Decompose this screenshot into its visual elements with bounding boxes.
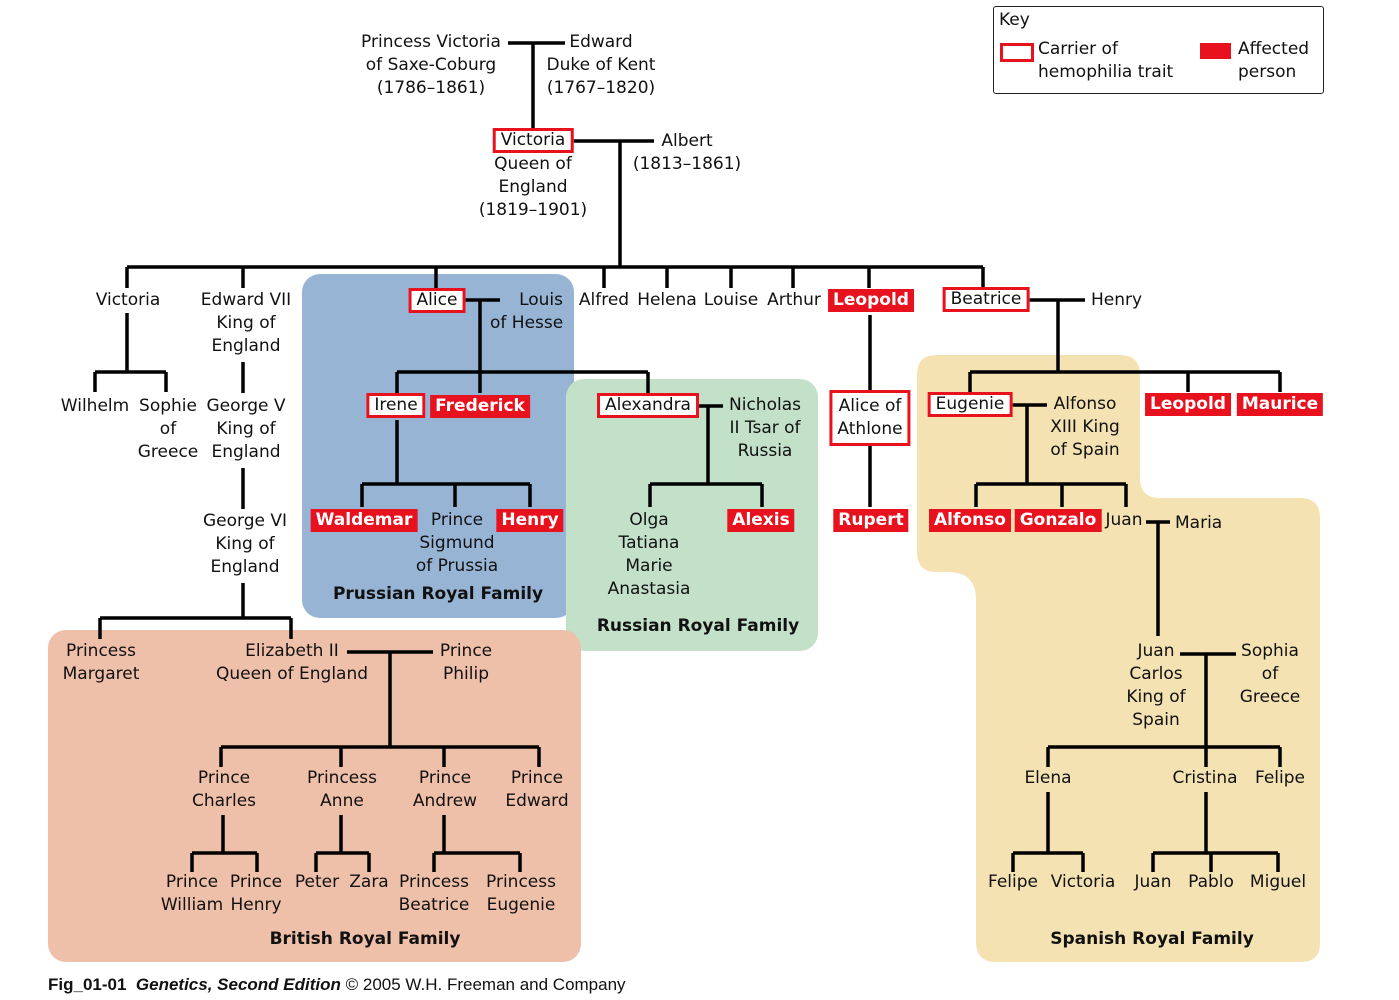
queen-victoria-details: Queen of England (1819–1901) (478, 154, 588, 220)
person-zara: Zara (349, 872, 389, 892)
person-victoria-child: Victoria (95, 290, 161, 310)
person-felipe-spain: Felipe (987, 872, 1039, 892)
person-cristina: Cristina (1172, 768, 1238, 788)
person-peter: Peter (294, 872, 340, 892)
family-regions (48, 274, 1320, 962)
person-beatrice: Beatrice (942, 287, 1030, 312)
person-prince-sigmund: Prince Sigmund of Prussia (415, 510, 499, 576)
person-alfred: Alfred (578, 290, 630, 310)
label-russian-royal-family: Russian Royal Family (596, 616, 800, 636)
person-prince-henry: Prince Henry (229, 872, 283, 915)
label-prussian-royal-family: Prussian Royal Family (332, 584, 544, 604)
person-felipe: Felipe (1254, 768, 1306, 788)
person-frederick: Frederick (430, 395, 530, 418)
person-rupert: Rupert (833, 509, 909, 532)
label-spanish-royal-family: Spanish Royal Family (1050, 929, 1254, 949)
person-juan-carlos: Juan Carlos King of Spain (1126, 641, 1186, 730)
legend-carrier-label: Carrier of hemophilia trait (1038, 39, 1174, 82)
person-alexandra: Alexandra (597, 393, 699, 418)
person-princess-margaret: Princess Margaret (62, 641, 140, 684)
british-region (48, 630, 581, 962)
carrier-swatch (1000, 43, 1034, 62)
person-juan: Juan (1105, 510, 1143, 530)
person-prince-philip: Prince Philip (439, 641, 493, 684)
tree-lines (93, 41, 1282, 872)
person-sophie-of-greece: Sophie of Greece (137, 396, 199, 462)
person-elena: Elena (1024, 768, 1072, 788)
russian-region (566, 379, 818, 651)
person-george-vi: George VI King of England (202, 511, 288, 577)
person-leopold: Leopold (828, 289, 914, 312)
person-louis-of-hesse: Louis of Hesse (490, 290, 564, 333)
legend-affected-label: Affected person (1238, 39, 1310, 82)
person-elizabeth-ii: Elizabeth II Queen of England (215, 641, 369, 684)
person-leopold-spain: Leopold (1145, 393, 1231, 416)
prussian-region (302, 274, 574, 618)
person-gonzalo: Gonzalo (1014, 509, 1102, 532)
figure-caption: Fig_01-01 Genetics, Second Edition © 200… (48, 975, 626, 995)
person-maria: Maria (1175, 513, 1223, 533)
person-sophia-of-greece: Sophia of Greece (1239, 641, 1301, 707)
person-alfonso: Alfonso (929, 509, 1011, 532)
person-princess-eugenie: Princess Eugenie (486, 872, 556, 915)
person-pablo: Pablo (1188, 872, 1234, 892)
label-british-royal-family: British Royal Family (269, 929, 461, 949)
caption-copyright: © 2005 W.H. Freeman and Company (345, 975, 626, 994)
person-george-v: George V King of England (206, 396, 286, 462)
person-miguel: Miguel (1249, 872, 1307, 892)
person-louise: Louise (703, 290, 759, 310)
person-edward-vii: Edward VII King of England (200, 290, 292, 356)
person-henry-prussia: Henry (496, 509, 564, 532)
person-alice-of-athlone: Alice of Athlone (829, 390, 911, 446)
person-edward-duke-of-kent: Edward Duke of Kent (1767–1820) (546, 32, 656, 98)
person-maurice: Maurice (1236, 393, 1324, 416)
person-irene: Irene (366, 393, 426, 418)
person-albert: Albert (1813–1861) (632, 131, 742, 174)
person-queen-victoria: Victoria (492, 128, 574, 153)
person-nicholas-ii: Nicholas II Tsar of Russia (729, 395, 801, 461)
person-alice: Alice (408, 288, 466, 313)
legend-box (993, 6, 1324, 94)
person-helena: Helena (637, 290, 697, 310)
person-henry-spouse: Henry (1091, 290, 1143, 310)
person-princess-beatrice: Princess Beatrice (398, 872, 470, 915)
person-prince-andrew: Prince Andrew (412, 768, 478, 811)
person-victoria-spain: Victoria (1050, 872, 1116, 892)
person-alexis: Alexis (727, 509, 795, 532)
affected-swatch (1200, 43, 1231, 59)
person-juan-spain: Juan (1134, 872, 1172, 892)
person-olga-tatiana-marie-anastasia: Olga Tatiana Marie Anastasia (607, 510, 691, 599)
legend-title: Key (999, 10, 1030, 30)
person-princess-anne: Princess Anne (307, 768, 377, 811)
caption-fig-number: Fig_01-01 (48, 975, 127, 994)
person-prince-edward: Prince Edward (505, 768, 569, 811)
person-eugenie-spain: Eugenie (927, 392, 1013, 417)
person-arthur: Arthur (767, 290, 821, 310)
person-victoria-saxe-coburg: Princess Victoria of Saxe-Coburg (1786–1… (361, 32, 501, 98)
person-prince-charles: Prince Charles (191, 768, 257, 811)
person-prince-william: Prince William (160, 872, 224, 915)
person-waldemar: Waldemar (310, 509, 418, 532)
person-alfonso-xiii: Alfonso XIII King of Spain (1050, 394, 1120, 460)
caption-book-title: Genetics, Second Edition (135, 975, 341, 994)
spanish-region (917, 355, 1320, 962)
person-wilhelm: Wilhelm (60, 396, 130, 416)
